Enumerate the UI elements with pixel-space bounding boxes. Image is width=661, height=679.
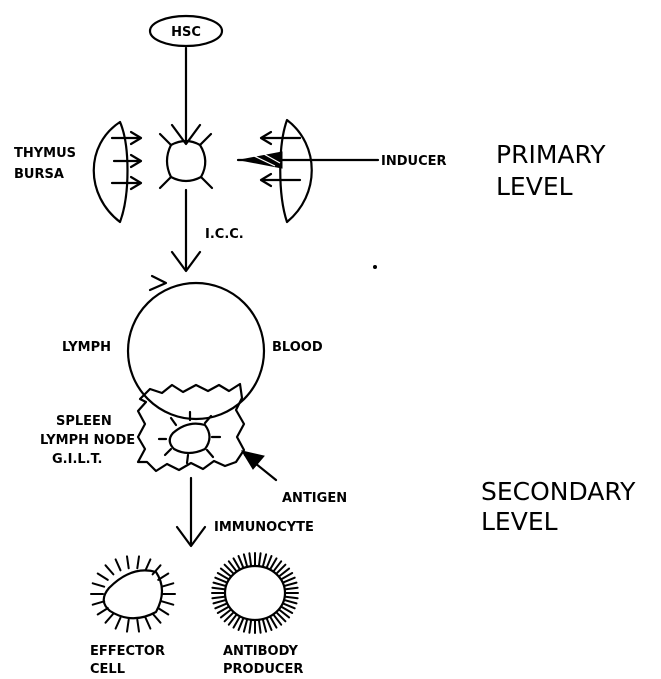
gilt-label: G.I.L.T. (52, 452, 102, 467)
cell-spike (244, 554, 247, 566)
cell-spike (286, 588, 298, 590)
arrow-hsc-to-cell (172, 48, 200, 144)
cell-spike (106, 565, 114, 574)
arrow-immunocyte (177, 478, 205, 546)
organ-cell (159, 412, 220, 463)
cell-spike (93, 601, 105, 604)
thymus-bursa-organ (94, 122, 141, 222)
cell-spike (212, 597, 224, 599)
cell-spike (127, 556, 129, 568)
inducer-arrow (238, 152, 378, 168)
secondary-level-line1: SECONDARY (481, 477, 636, 506)
effector-cell (91, 556, 175, 631)
inducer-label: INDUCER (381, 154, 447, 169)
spleen-label: SPLEEN (56, 414, 112, 429)
cell-spike (259, 621, 261, 633)
cell-spike (284, 604, 295, 609)
cell-spike (137, 620, 139, 632)
icc-label: I.C.C. (205, 227, 244, 242)
cell-spike (214, 600, 226, 603)
cell-spike (98, 574, 108, 580)
blood-label: BLOOD (272, 340, 323, 355)
effector-cell-label-line1: EFFECTOR (90, 644, 165, 659)
circulation-circle (128, 283, 264, 419)
cell-spike (259, 553, 261, 565)
cell-spike (263, 554, 266, 566)
immunocyte-label: IMMUNOCYTE (214, 520, 314, 535)
cell-spike (286, 597, 298, 599)
cell-spike (158, 608, 168, 614)
bursa-label: BURSA (14, 167, 64, 182)
cell-spike (215, 604, 226, 609)
secondary-level-line2: LEVEL (481, 507, 558, 536)
cell-spike (116, 559, 121, 570)
cell-spike (98, 608, 108, 614)
cell-spike (106, 614, 114, 623)
cell-spike (116, 618, 121, 629)
cell-spike (284, 578, 295, 583)
antibody-producer-label-line2: PRODUCER (223, 662, 303, 677)
cell-spike (162, 583, 174, 586)
primary-level-line1: PRIMARY (496, 140, 606, 169)
stray-dot (373, 265, 377, 269)
cell-spike (249, 621, 251, 633)
secondary-lymphoid-organ (138, 384, 244, 471)
cell-spike (146, 618, 151, 629)
antibody-producer-cell (212, 553, 298, 633)
cell-spike (214, 583, 226, 586)
cell-spike (127, 620, 129, 632)
antigen-arrow (242, 451, 276, 480)
cell-spike (162, 601, 174, 604)
cell-spike (267, 619, 272, 630)
cell-spike (137, 556, 139, 568)
lymph-node-label: LYMPH NODE (40, 433, 135, 448)
effector-cell-label-line2: CELL (90, 662, 125, 677)
cell-spike (153, 614, 161, 623)
inducer-organ (261, 120, 312, 222)
cell-spike (249, 553, 251, 565)
cell-spike (212, 588, 224, 590)
primary-level-line2: LEVEL (496, 172, 573, 201)
cell-spike (244, 620, 247, 632)
hsc-label: HSC (171, 25, 201, 40)
cell-spike (239, 556, 244, 567)
cell-spike (239, 619, 244, 630)
thymus-label: THYMUS (14, 146, 76, 161)
arrow-icc (172, 190, 200, 271)
cell-spike (215, 578, 226, 583)
lymph-label: LYMPH (62, 340, 111, 355)
cell-spike (263, 620, 266, 632)
circulation-arrow-icon (150, 276, 166, 290)
cell-spike (146, 559, 151, 570)
cell-spike (267, 556, 272, 567)
cell-spike (285, 600, 297, 603)
stem-cell (160, 134, 212, 188)
antibody-producer-label-line1: ANTIBODY (223, 644, 298, 659)
antigen-label: ANTIGEN (282, 491, 347, 506)
cell-spike (93, 583, 105, 586)
cell-spike (285, 583, 297, 586)
